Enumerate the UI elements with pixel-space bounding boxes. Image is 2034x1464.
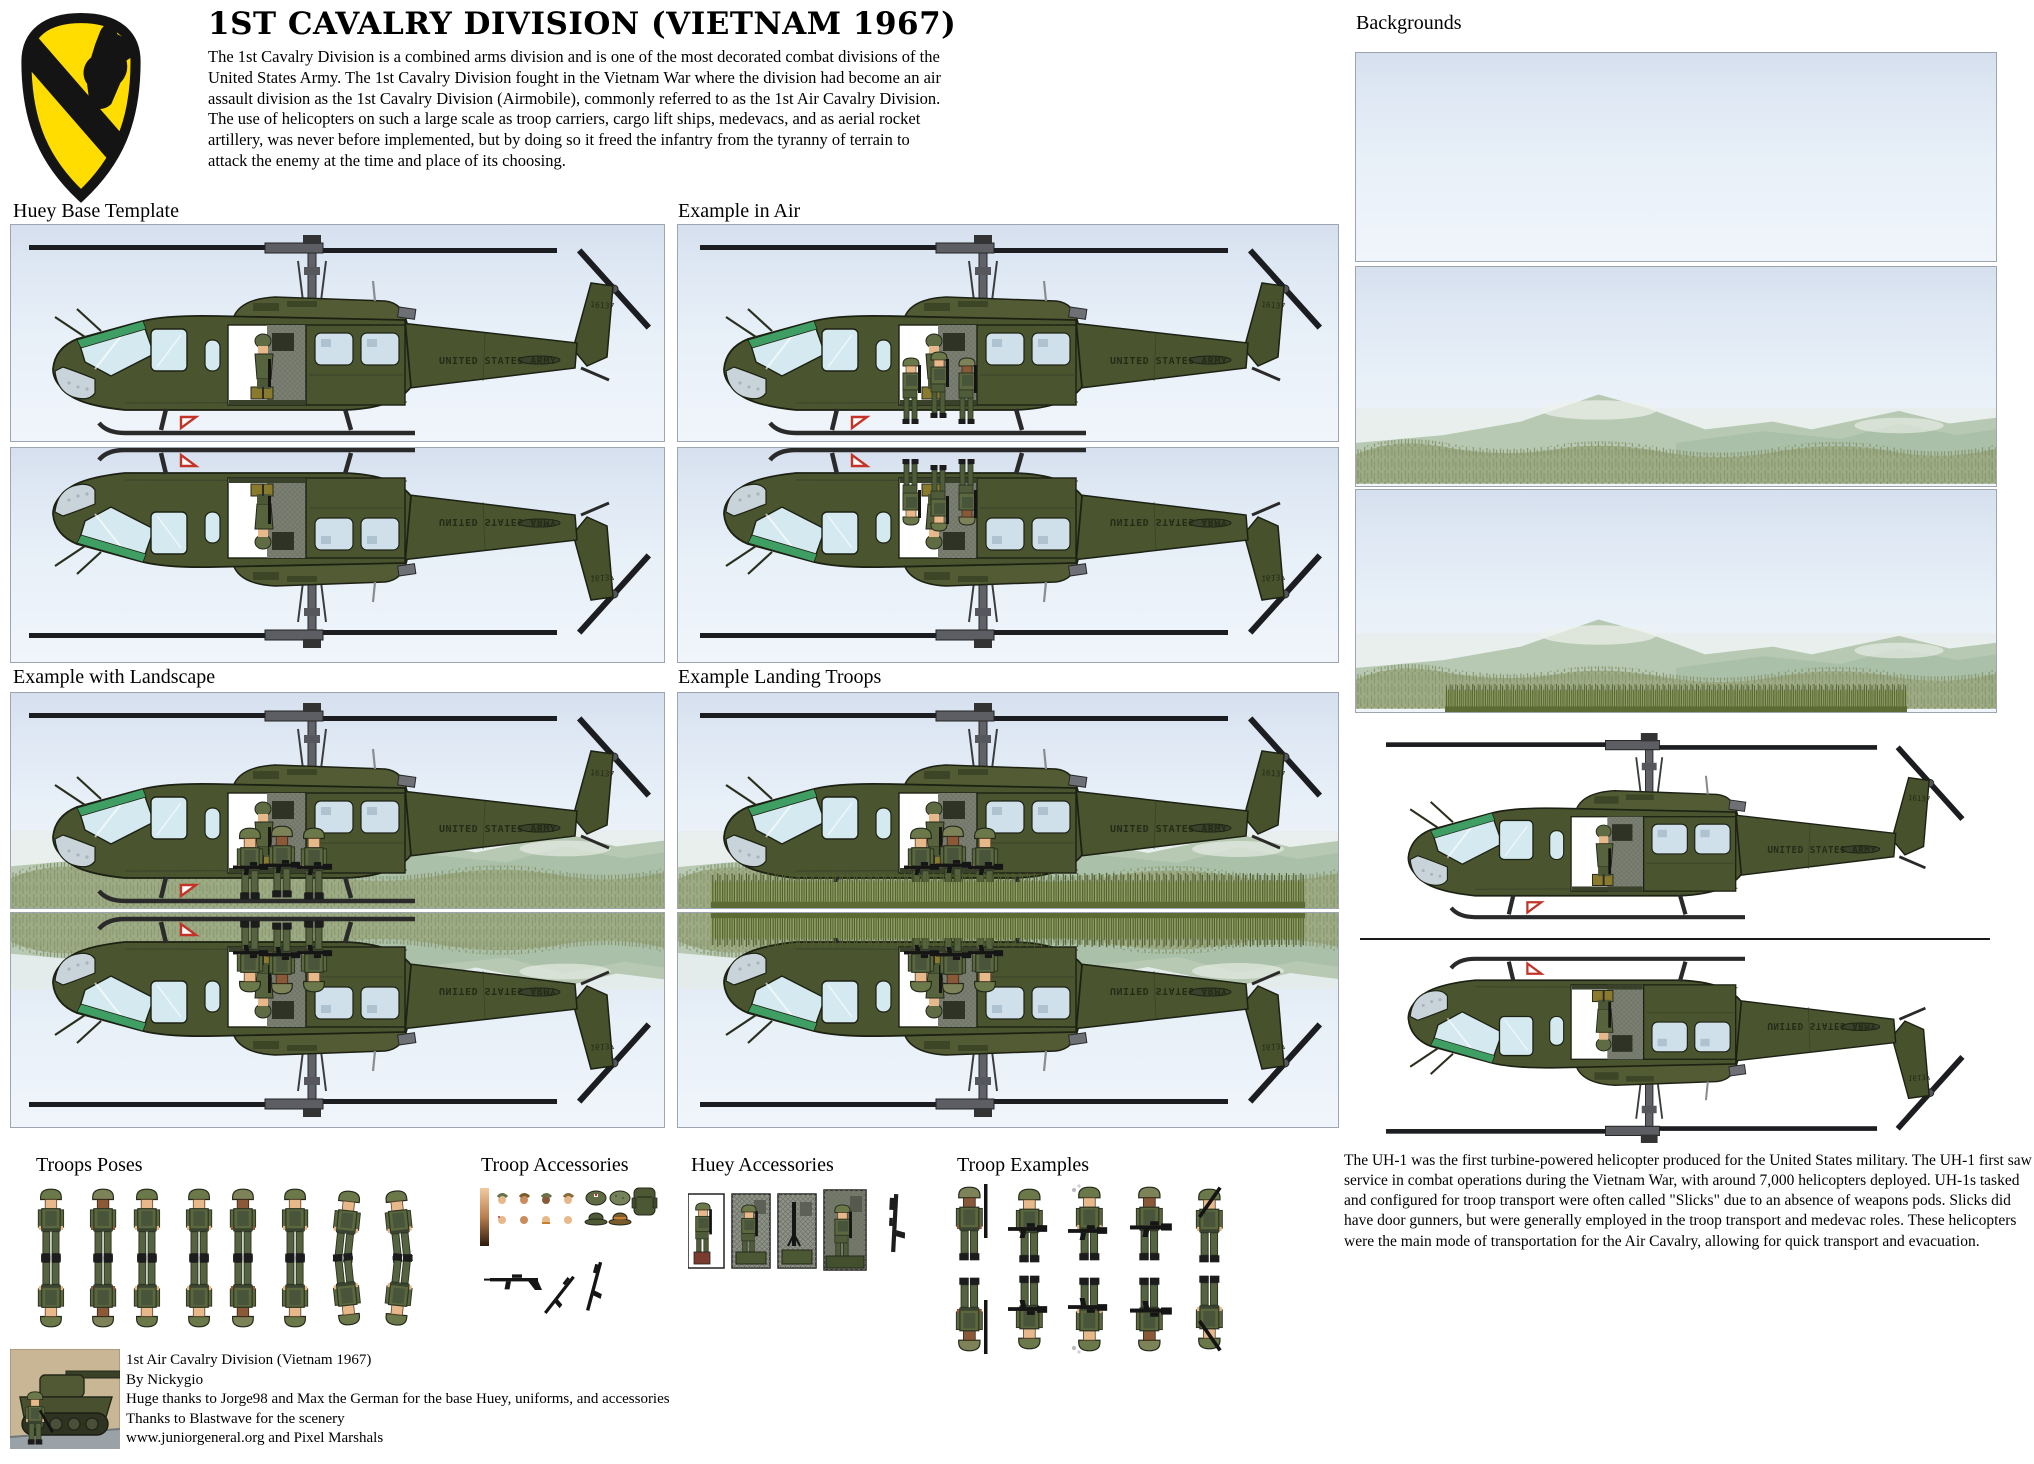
uh1-history-note: The UH-1 was the first turbine-powered h…	[1344, 1152, 2032, 1250]
mountains-grass-scenery	[1356, 490, 1996, 712]
huey-landscape-illustration	[11, 693, 664, 908]
head-sprites	[496, 1193, 575, 1224]
rifle-diagonal-sprite	[544, 1275, 575, 1314]
credit-thanks-2: Thanks to Blastwave for the scenery	[126, 1410, 345, 1427]
label-troops-poses: Troops Poses	[36, 1154, 143, 1176]
credit-thanks-1: Huge thanks to Jorge98 and Max the Germa…	[126, 1391, 670, 1407]
crew-chief-tile	[823, 1189, 867, 1271]
helmet-sprites	[584, 1190, 632, 1226]
credit-title: 1st Air Cavalry Division (Vietnam 1967)	[126, 1352, 372, 1368]
division-patch-logo	[21, 13, 141, 203]
huey-base-illustration	[11, 225, 664, 441]
background-sky-panel	[1355, 52, 1997, 262]
rifle-vertical-sprite	[586, 1261, 603, 1311]
credit-author: By Nickygio	[126, 1371, 204, 1388]
label-example-in-air: Example in Air	[678, 200, 801, 222]
panel-landing-troops-mirrored	[677, 912, 1339, 1128]
fold-line	[1360, 938, 1990, 940]
division-description: The 1st Cavalry Division is a combined a…	[208, 47, 942, 170]
standalone-huey-upright	[1355, 724, 1997, 926]
panel-landing-troops-upright	[677, 692, 1339, 909]
door-gunner-tile	[731, 1193, 771, 1269]
huey-landing-troops-mirrored-illustration	[678, 913, 1338, 1127]
label-backgrounds: Backgrounds	[1356, 12, 1462, 34]
page-title: 1ST CAVALRY DIVISION (VIETNAM 1967)	[208, 6, 957, 42]
huey-landscape-mirrored-illustration	[11, 913, 664, 1127]
troop-accessories-sprites	[480, 1187, 658, 1314]
label-huey-accessories: Huey Accessories	[691, 1154, 834, 1176]
credit-site: www.juniorgeneral.org and Pixel Marshals	[126, 1430, 384, 1446]
label-troop-accessories: Troop Accessories	[481, 1154, 629, 1176]
standalone-huey-mirrored	[1355, 950, 1997, 1152]
troop-examples-sprites	[950, 1182, 1262, 1358]
panel-huey-base-mirrored	[10, 447, 665, 663]
panel-in-air-mirrored	[677, 447, 1339, 663]
mounted-gun-tile	[777, 1193, 817, 1269]
credits-block: 1st Air Cavalry Division (Vietnam 1967) …	[126, 1351, 726, 1449]
huey-in-air-illustration	[678, 225, 1338, 441]
label-example-with-landscape: Example with Landscape	[13, 666, 216, 688]
panel-huey-base-upright	[10, 224, 665, 442]
label-huey-base-template: Huey Base Template	[13, 200, 179, 222]
label-troop-examples: Troop Examples	[957, 1154, 1090, 1176]
huey-base-mirrored-illustration	[11, 448, 664, 662]
rifle-upright-sprite	[889, 1194, 906, 1253]
background-mountains-panel	[1355, 266, 1997, 487]
troops-poses-sprites	[30, 1182, 432, 1336]
m16-rifle-sprite	[484, 1274, 542, 1290]
huey-in-air-mirrored-illustration	[678, 448, 1338, 662]
tank-soldier	[25, 1391, 54, 1445]
rucksack-sprite	[631, 1187, 658, 1216]
background-mountains-grass-panel	[1355, 489, 1997, 713]
panel-landscape-mirrored	[10, 912, 665, 1128]
panel-landscape-upright	[10, 692, 665, 909]
label-example-landing-troops: Example Landing Troops	[678, 666, 882, 688]
huey-accessories-sprites	[688, 1189, 906, 1271]
panel-in-air-upright	[677, 224, 1339, 442]
skin-tone-strip	[480, 1188, 489, 1246]
tank-credit-image	[10, 1349, 120, 1449]
huey-landing-troops-illustration	[678, 693, 1338, 908]
mountains-scenery	[1356, 267, 1996, 486]
horse-head-silhouette	[83, 23, 133, 109]
pilot-seat-tile	[688, 1193, 725, 1269]
